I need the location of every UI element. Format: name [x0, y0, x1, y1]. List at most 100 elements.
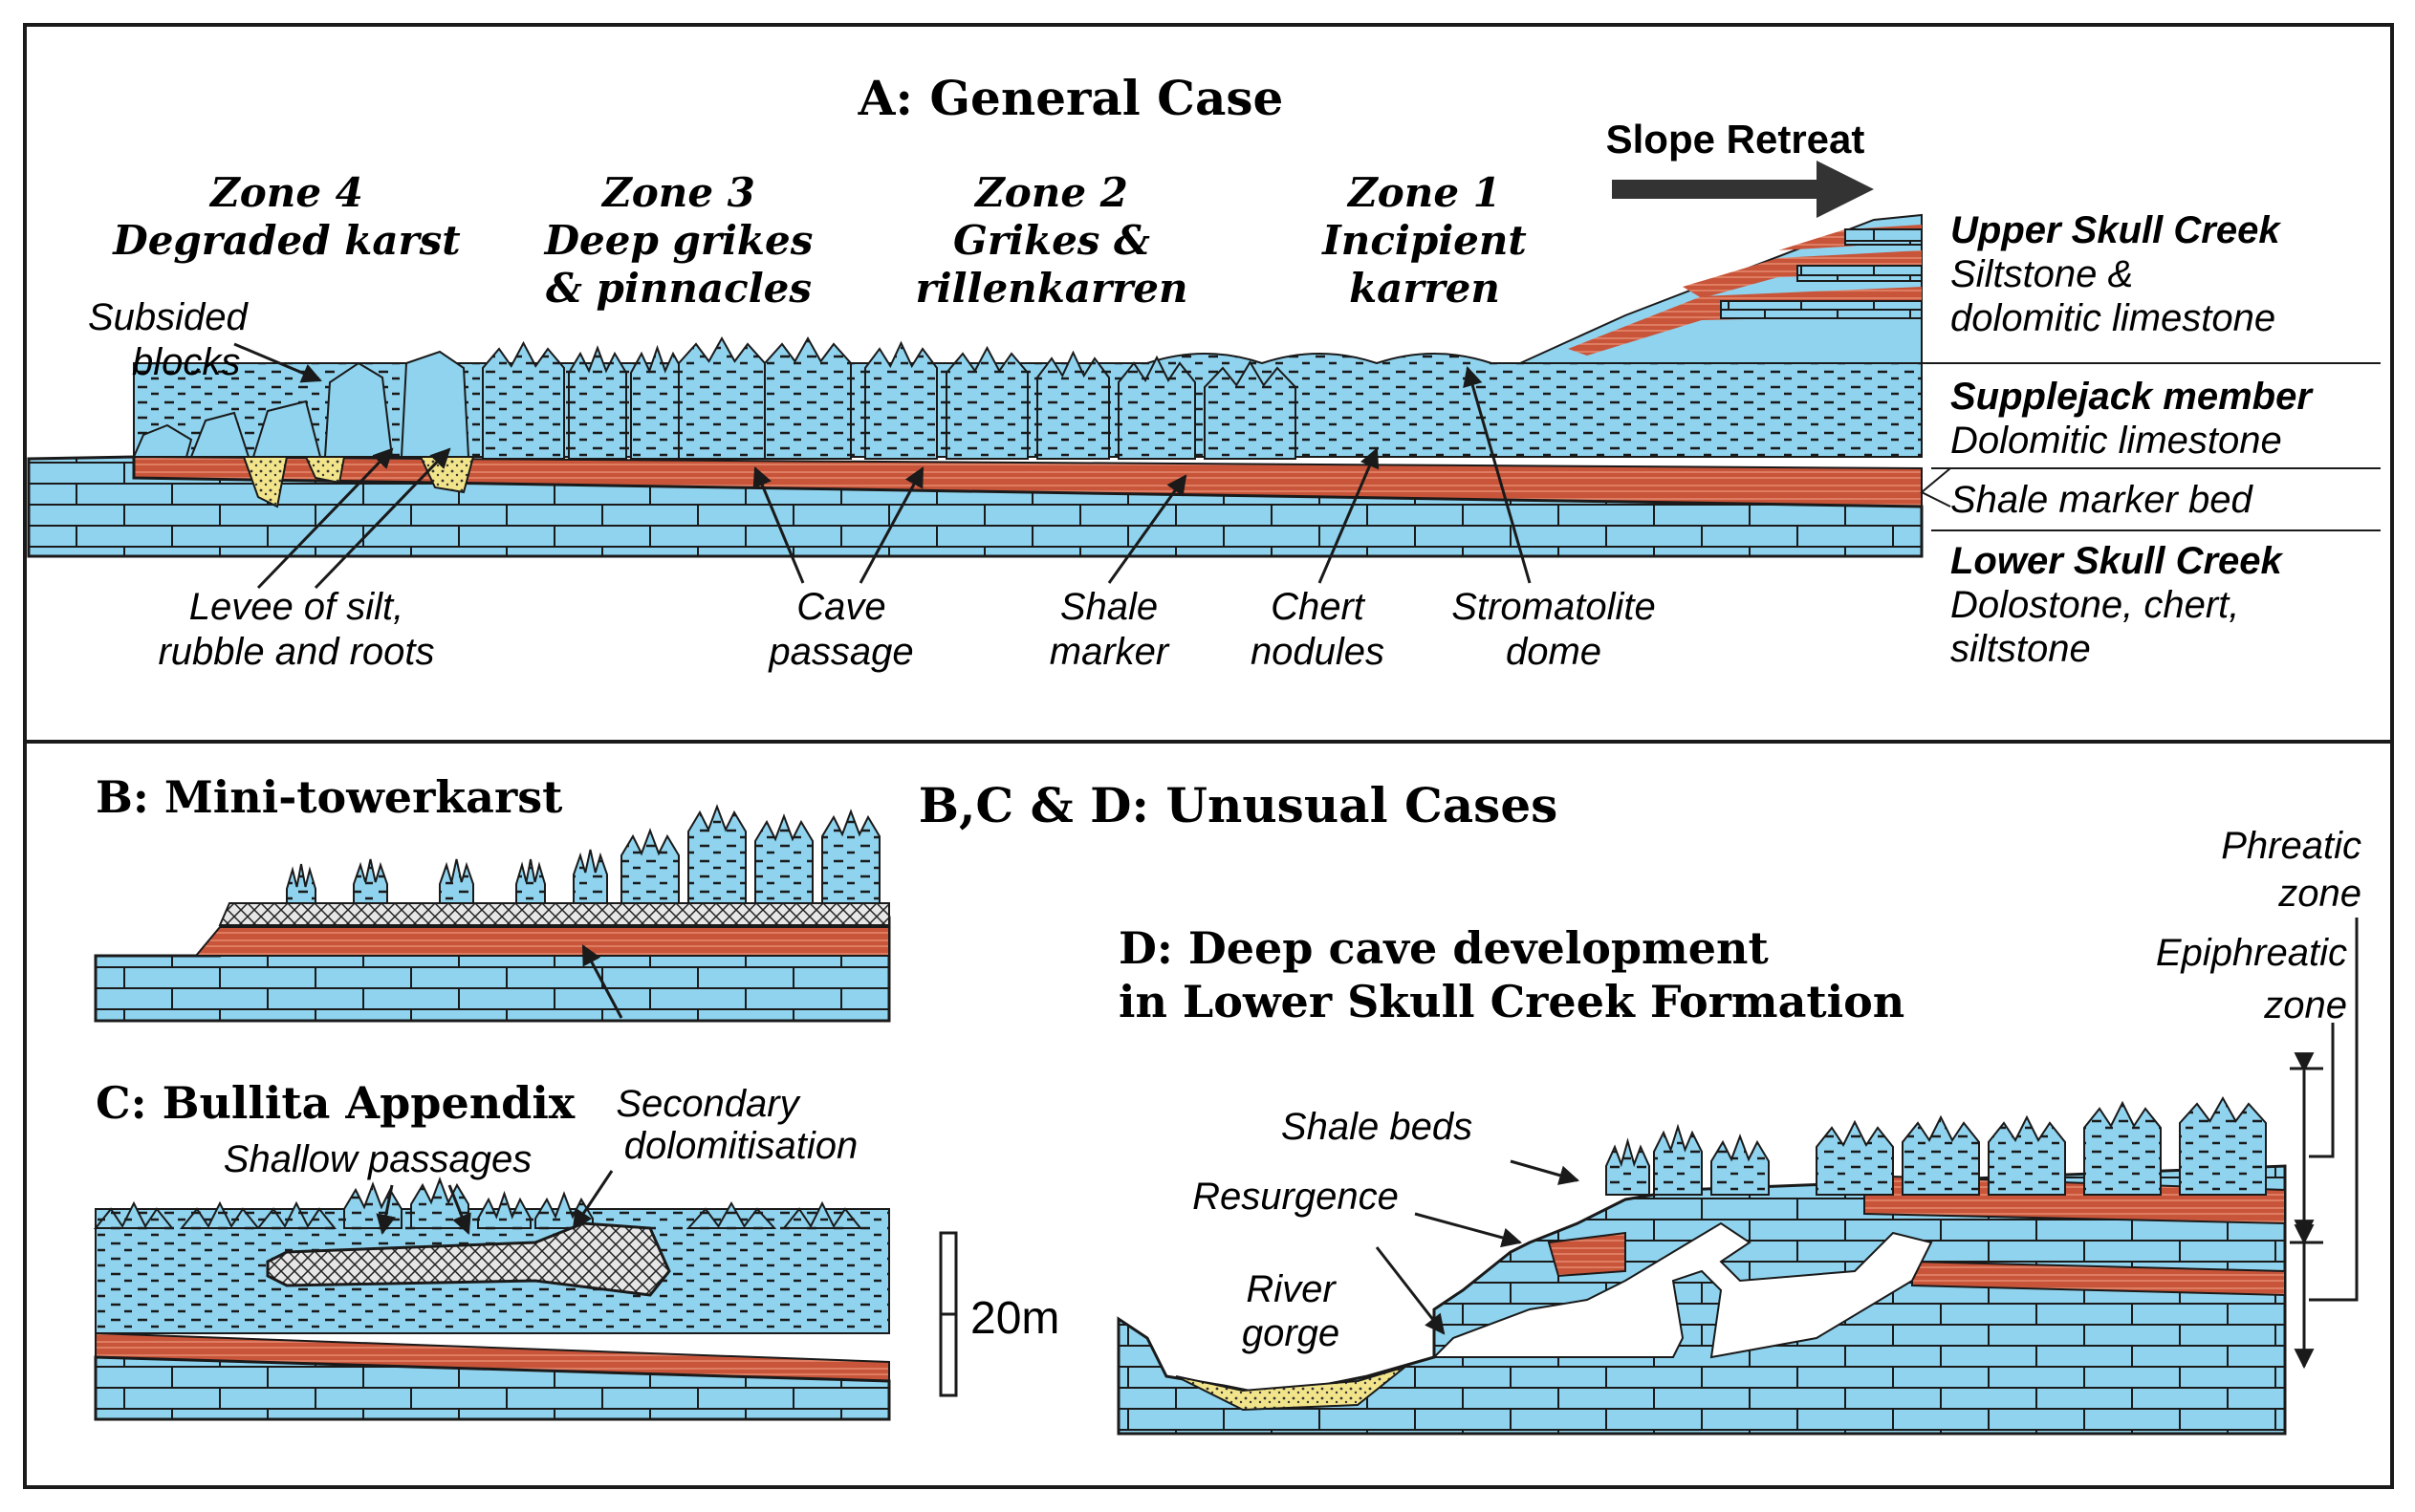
c-diagram: [93, 944, 891, 1421]
karst-pinnacle: [821, 809, 881, 904]
panel-a-title: A: General Case: [858, 70, 1284, 126]
b-diagram: [94, 804, 891, 1023]
karst-pinnacle: [286, 863, 316, 904]
legend-upper-2: dolomitic limestone: [1950, 297, 2275, 339]
shale-beds-label: Shale beds: [1281, 1106, 1472, 1148]
karst-pinnacle: [93, 1200, 175, 1229]
d-title-2: in Lower Skull Creek Formation: [1119, 976, 1904, 1027]
slope-retreat-arrow: [1612, 161, 1874, 218]
legend-lower-title: Lower Skull Creek: [1950, 540, 2284, 582]
zone-brackets: [2290, 918, 2359, 1370]
subsided-label-2: blocks: [132, 341, 240, 383]
phreatic-label-2: zone: [2277, 873, 2361, 915]
karst-pinnacle: [255, 1200, 337, 1229]
karst-pinnacle: [2179, 1095, 2267, 1196]
karst-pinnacle: [515, 858, 546, 904]
legend-upper-1: Siltstone &: [1950, 253, 2133, 295]
cave-passage-label-2: passage: [768, 631, 913, 673]
epiphreatic-label-1: Epiphreatic: [2156, 932, 2347, 974]
scale-label: 20m: [970, 1293, 1059, 1344]
stratigraphic-legend: Upper Skull Creek Siltstone & dolomitic …: [1920, 209, 2381, 670]
panel-bcd-frame: [23, 740, 2394, 1489]
karst-pinnacle: [410, 1177, 469, 1229]
karst-pinnacle: [754, 813, 814, 904]
secondary-label-2: dolomitisation: [624, 1125, 859, 1167]
zone-3-name: Zone 3: [600, 169, 755, 216]
shale-marker-label-2: marker: [1050, 631, 1170, 673]
karst-pinnacle: [1816, 1119, 1894, 1196]
karst-pinnacle: [439, 858, 474, 904]
zone-2-desc-1: Grikes &: [953, 217, 1150, 264]
karst-pinnacle: [1204, 360, 1296, 460]
c-shallow-label: Shallow passages: [224, 1138, 532, 1180]
legend-shale-bed: Shale marker bed: [1950, 479, 2253, 521]
zone-3-desc-2: & pinnacles: [546, 265, 812, 312]
legend-lower-1: Dolostone, chert,: [1950, 584, 2239, 626]
stromatolite-label-2: dome: [1506, 631, 1601, 673]
slope-retreat-label: Slope Retreat: [1606, 117, 1865, 162]
legend-upper-title: Upper Skull Creek: [1950, 209, 2281, 251]
panel-a-leaders: [233, 342, 1532, 590]
karst-pinnacle: [620, 828, 680, 904]
legend-supplejack-1: Dolomitic limestone: [1950, 420, 2282, 462]
karst-pinnacle: [685, 1200, 777, 1229]
zone-1-desc-1: Incipient: [1321, 217, 1527, 264]
karst-pinnacle: [864, 340, 938, 460]
zone-2-desc-2: rillenkarren: [915, 265, 1187, 312]
chert-label-1: Chert: [1271, 586, 1366, 628]
zone-4-desc: Degraded karst: [112, 217, 460, 264]
epiphreatic-label-2: zone: [2263, 984, 2347, 1026]
karst-pinnacle: [477, 1190, 532, 1229]
karst-pinnacle: [353, 858, 388, 904]
panel-a-labels: Subsided blocks Levee of silt, rubble an…: [88, 296, 1656, 673]
karst-pinnacle: [573, 849, 608, 904]
zone-labels: Zone 4 Degraded karst Zone 3 Deep grikes…: [112, 169, 1527, 312]
resurgence-label: Resurgence: [1192, 1176, 1399, 1218]
panel-bcd-title: B,C & D: Unusual Cases: [919, 777, 1558, 833]
zone-1-desc-2: karren: [1349, 265, 1500, 312]
phreatic-label-1: Phreatic: [2221, 825, 2361, 867]
zone-1-name: Zone 1: [1346, 169, 1501, 216]
legend-lower-2: siltstone: [1950, 628, 2091, 670]
karst-pinnacle: [2083, 1100, 2162, 1196]
karst-pinnacle: [568, 345, 627, 460]
karst-pinnacle: [678, 335, 766, 460]
karst-pinnacle: [1118, 355, 1196, 460]
karst-pinnacle: [1710, 1134, 1770, 1196]
karst-pinnacle: [1653, 1123, 1703, 1196]
river-gorge-label-2: gorge: [1242, 1312, 1339, 1354]
zone-4-name: Zone 4: [208, 169, 363, 216]
karst-pinnacle: [1988, 1114, 2066, 1196]
shale-marker-label-1: Shale: [1060, 586, 1158, 628]
zone-3-desc-1: Deep grikes: [544, 217, 814, 264]
karst-pinnacle: [1605, 1137, 1650, 1196]
levee-label-1: Levee of silt,: [189, 586, 404, 628]
karst-pinnacle: [343, 1181, 402, 1229]
d-diagram: [1117, 1095, 2287, 1436]
karst-pinnacle: [781, 1200, 863, 1229]
karst-pinnacle: [1036, 350, 1110, 460]
levee-label-2: rubble and roots: [158, 631, 434, 673]
d-title-1: D: Deep cave development: [1119, 922, 1769, 974]
pinnacles-zone: [482, 335, 1296, 460]
subsided-label-1: Subsided: [88, 296, 250, 338]
karst-pinnacle: [482, 340, 565, 460]
zone-2-name: Zone 2: [973, 169, 1128, 216]
c-title: C: Bullita Appendix: [96, 1077, 576, 1129]
karst-pinnacle: [630, 344, 685, 460]
degraded-karst-blocks: [132, 350, 475, 508]
b-title: B: Mini-towerkarst: [96, 771, 563, 823]
karst-pinnacle: [1902, 1114, 1980, 1196]
chert-label-2: nodules: [1251, 631, 1384, 673]
cave-passage-label-1: Cave: [796, 586, 885, 628]
scale-bar: 20m: [939, 1231, 1059, 1397]
legend-supplejack-title: Supplejack member: [1950, 376, 2314, 418]
karst-pinnacle: [946, 345, 1029, 460]
river-gorge-label-1: River: [1246, 1268, 1337, 1310]
karst-pinnacle: [687, 804, 747, 904]
karst-pinnacle: [179, 1200, 261, 1229]
secondary-label-1: Secondary: [616, 1083, 801, 1125]
upper-skull-creek-slope: [1519, 213, 1923, 364]
panel-d-labels: Shale beds Resurgence River gorge Phreat…: [1192, 825, 2361, 1354]
